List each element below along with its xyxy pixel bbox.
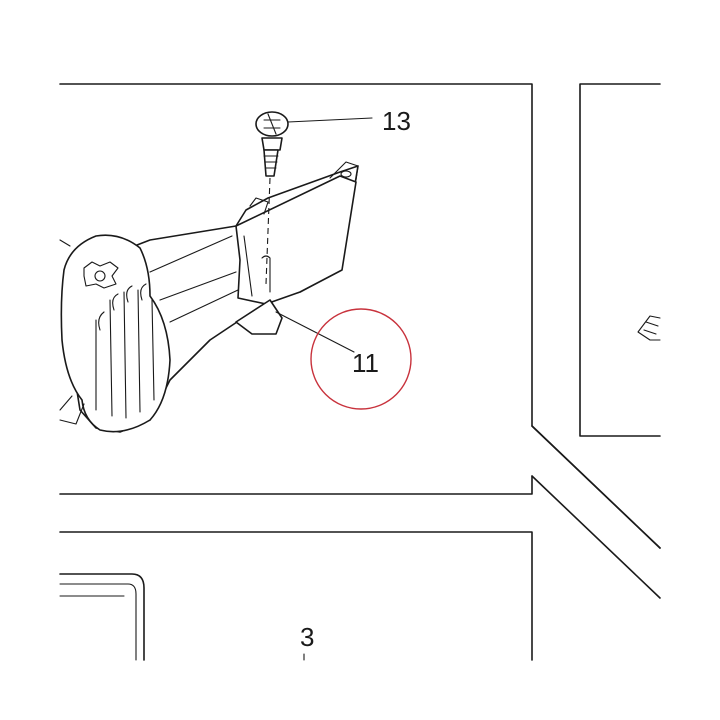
callout-13: 13 [382,106,411,136]
leader-11 [275,311,355,353]
callout-3: 3 [300,622,314,652]
screw-13 [249,111,289,285]
lower-part-outline [59,573,145,661]
upper-left-panel-frame [59,83,661,549]
callout-leaders [275,117,373,661]
clip-fragment [637,315,661,341]
lower-left-panel-frame [59,475,661,661]
right-panel-frame [579,83,661,437]
highlight-circle [310,308,412,410]
leader-13 [287,117,373,123]
bracket-assembly [59,161,359,433]
callout-11: 11 [352,348,379,378]
